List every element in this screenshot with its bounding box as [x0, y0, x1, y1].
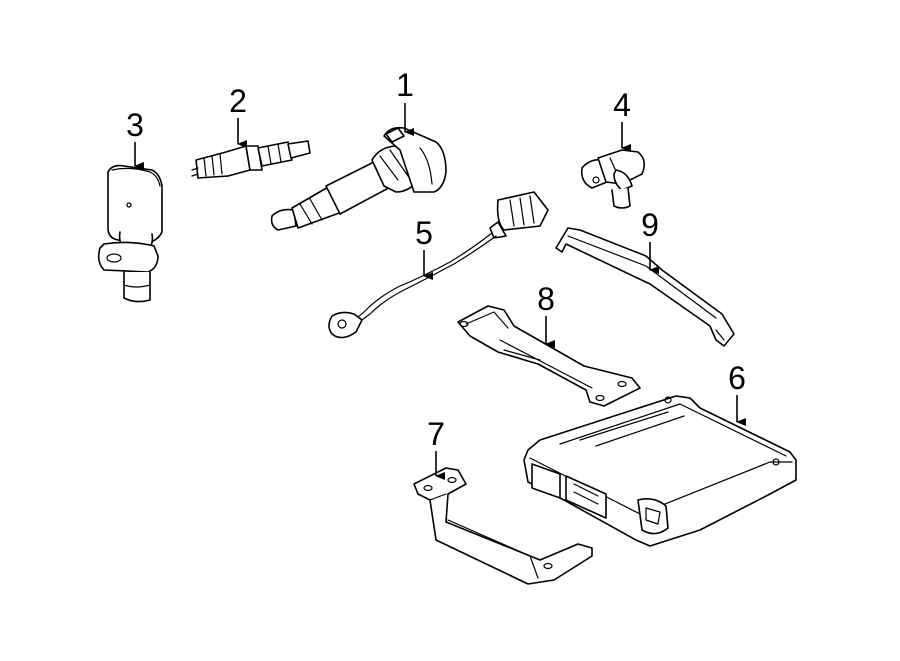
callout-labels: 1 2 3 4 5 6 7 8 9 [126, 67, 746, 452]
callout-2: 2 [229, 83, 247, 119]
callout-6: 6 [728, 360, 746, 396]
callout-4: 4 [613, 87, 631, 123]
ecm-bracket-icon[interactable] [413, 467, 593, 585]
callout-9: 9 [641, 207, 659, 243]
callout-8: 8 [537, 281, 555, 317]
support-strap-icon[interactable] [555, 227, 735, 347]
crankshaft-position-sensor-icon[interactable] [97, 164, 163, 303]
engine-control-module-icon[interactable] [523, 395, 797, 547]
callout-5: 5 [415, 215, 433, 251]
callout-3: 3 [126, 107, 144, 143]
callout-1: 1 [396, 67, 414, 103]
knock-sensor-icon[interactable] [328, 191, 549, 339]
mounting-bracket-icon[interactable] [457, 305, 641, 407]
leader-arrows [134, 103, 746, 480]
ignition-coil-icon[interactable] [270, 126, 447, 231]
callout-7: 7 [427, 416, 445, 452]
camshaft-position-sensor-icon[interactable] [580, 149, 646, 209]
spark-plug-icon[interactable] [191, 140, 311, 179]
